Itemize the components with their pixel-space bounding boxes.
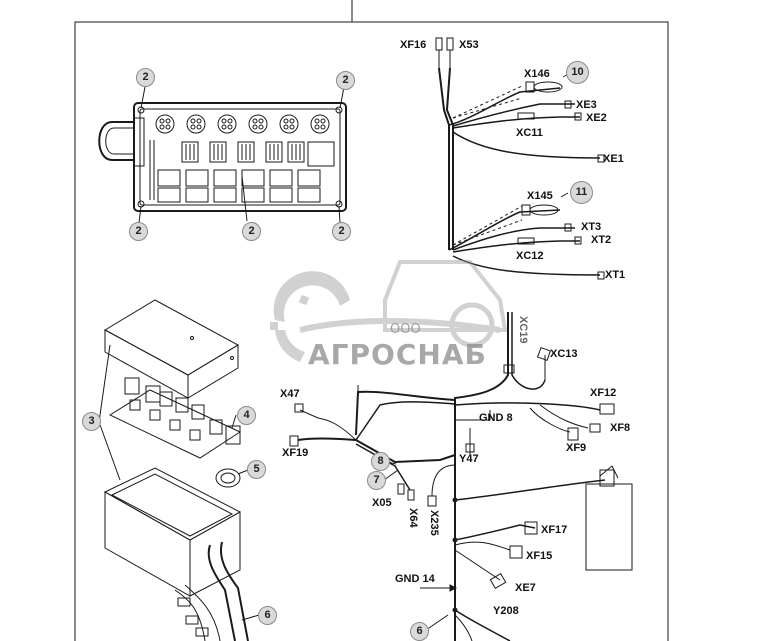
callout-10: 10 bbox=[566, 61, 589, 84]
diagram-frame bbox=[74, 21, 669, 641]
control-box-exploded-view bbox=[98, 299, 260, 641]
label-xc12: XC12 bbox=[516, 250, 544, 262]
label-x146: X146 bbox=[524, 68, 550, 80]
label-xc13: XC13 bbox=[550, 348, 578, 360]
callout-2: 2 bbox=[136, 68, 155, 87]
label-x235: X235 bbox=[428, 510, 440, 536]
label-xc11: XC11 bbox=[516, 127, 543, 139]
callout-2: 2 bbox=[129, 222, 148, 241]
callout-4: 4 bbox=[237, 406, 256, 425]
label-xe1: XE1 bbox=[603, 153, 624, 165]
label-gnd14: GND 14 bbox=[395, 573, 435, 585]
label-xf17: XF17 bbox=[541, 524, 568, 536]
label-gnd8: GND 8 bbox=[479, 412, 513, 424]
label-y47: Y47 bbox=[459, 453, 479, 465]
callout-8: 8 bbox=[371, 452, 390, 471]
callout-6: 6 bbox=[258, 606, 277, 625]
label-y208: Y208 bbox=[493, 605, 519, 617]
harness-lower bbox=[289, 312, 633, 641]
label-xt3: XT3 bbox=[581, 221, 602, 233]
callout-2: 2 bbox=[336, 71, 355, 90]
label-x145: X145 bbox=[527, 190, 553, 202]
label-xe7: XE7 bbox=[515, 582, 536, 594]
callout-2: 2 bbox=[242, 222, 261, 241]
label-xc19: XC19 bbox=[517, 316, 529, 344]
watermark-logo bbox=[270, 260, 508, 362]
label-x05: X05 bbox=[372, 497, 392, 509]
label-x53: X53 bbox=[459, 39, 479, 51]
harness-upper bbox=[435, 37, 605, 250]
label-xf9: XF9 bbox=[566, 442, 587, 454]
callout-6: 6 bbox=[410, 622, 429, 641]
label-xe3: XE3 bbox=[576, 99, 597, 111]
control-box-top-view bbox=[98, 86, 347, 224]
label-xf19: XF19 bbox=[282, 447, 309, 459]
callout-3: 3 bbox=[82, 412, 101, 431]
callout-2: 2 bbox=[332, 222, 351, 241]
label-xf15: XF15 bbox=[526, 550, 553, 562]
callout-7: 7 bbox=[367, 471, 386, 490]
callout-11: 11 bbox=[570, 181, 593, 204]
label-xf16: XF16 bbox=[400, 39, 427, 51]
label-xt2: XT2 bbox=[591, 234, 612, 246]
label-xf12: XF12 bbox=[590, 387, 617, 399]
watermark-brand: АГРОСНАБ bbox=[308, 338, 487, 371]
harness-middle bbox=[448, 192, 605, 280]
label-xt1: XT1 bbox=[605, 269, 626, 281]
label-xf8: XF8 bbox=[610, 422, 631, 434]
watermark-company: ООО bbox=[390, 322, 421, 337]
callout-5: 5 bbox=[247, 460, 266, 479]
label-x64: X64 bbox=[407, 508, 419, 528]
label-xe2: XE2 bbox=[586, 112, 607, 124]
label-x47: X47 bbox=[280, 388, 300, 400]
